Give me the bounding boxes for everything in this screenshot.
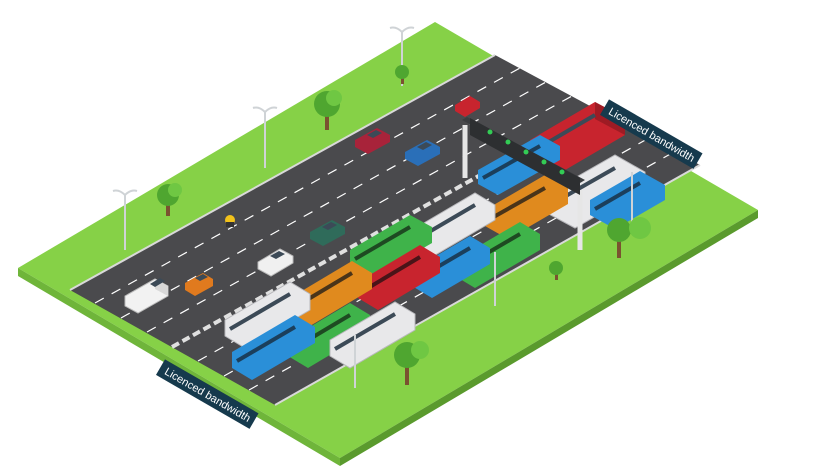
car-icon	[455, 96, 480, 117]
car-icon	[257, 248, 294, 277]
bus-icon	[350, 215, 432, 278]
tree-icon	[394, 341, 429, 385]
bus-icon	[224, 281, 311, 349]
tree-icon	[314, 90, 342, 130]
gantry-signal-lights	[487, 129, 565, 175]
bus-icon	[358, 245, 440, 310]
street-light-icon	[112, 189, 138, 250]
tree-icon	[395, 65, 409, 84]
bus-icon	[485, 175, 568, 239]
tree-icon	[157, 183, 182, 216]
car-icon	[405, 140, 440, 166]
median-barrier	[171, 108, 598, 349]
tree-icon	[549, 261, 563, 280]
bus-icon	[329, 301, 416, 369]
overhead-sign-gantry-icon	[462, 117, 585, 250]
bus-icon	[232, 315, 315, 380]
car-icon	[185, 273, 213, 296]
street-light-icon	[252, 106, 278, 168]
scooter-icon	[225, 215, 235, 227]
van-icon	[124, 278, 169, 314]
car-icon	[355, 128, 390, 154]
car-icon	[310, 220, 345, 246]
tree-icon	[607, 217, 651, 258]
